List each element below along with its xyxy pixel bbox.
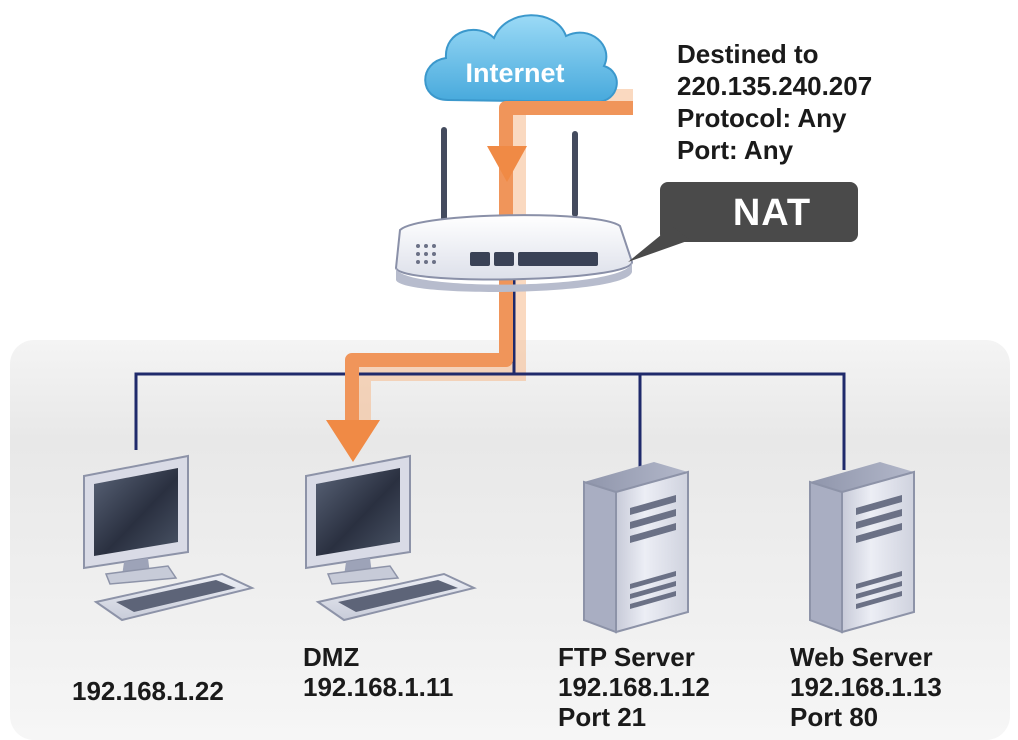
lan-panel [10,340,1010,740]
ftp-server-icon [583,462,689,634]
dmz-label: DMZ 192.168.1.11 [303,642,453,702]
nat-label: NAT [732,192,812,234]
ftp-port: Port 21 [558,702,647,732]
ftp-title: FTP Server [558,642,695,672]
web-title: Web Server [790,642,933,672]
pc1-label: 192.168.1.22 [72,676,224,706]
pc-icon [83,454,255,622]
dmz-ip: 192.168.1.11 [303,672,454,702]
dmz-title: DMZ [303,642,360,672]
internet-label: Internet [465,58,565,88]
web-ip: 192.168.1.13 [790,672,942,702]
router-icon [394,127,634,292]
ftp-ip: 192.168.1.12 [558,672,710,702]
pc1-ip: 192.168.1.22 [72,676,224,706]
destination-ip: 220.135.240.207 [677,71,873,101]
internet-cloud-icon [424,14,618,104]
destination-heading: Destined to [677,39,819,69]
ftp-label: FTP Server 192.168.1.12 Port 21 [558,642,710,732]
traffic-arrow [326,101,633,462]
dmz-pc-icon [305,454,477,622]
destination-port: Port: Any [677,135,794,165]
web-port: Port 80 [790,702,879,732]
web-server-icon [809,462,915,634]
destination-info: Destined to 220.135.240.207 Protocol: An… [677,38,872,166]
destination-protocol: Protocol: Any [677,103,847,133]
web-label: Web Server 192.168.1.13 Port 80 [790,642,942,732]
nat-callout [628,182,858,262]
